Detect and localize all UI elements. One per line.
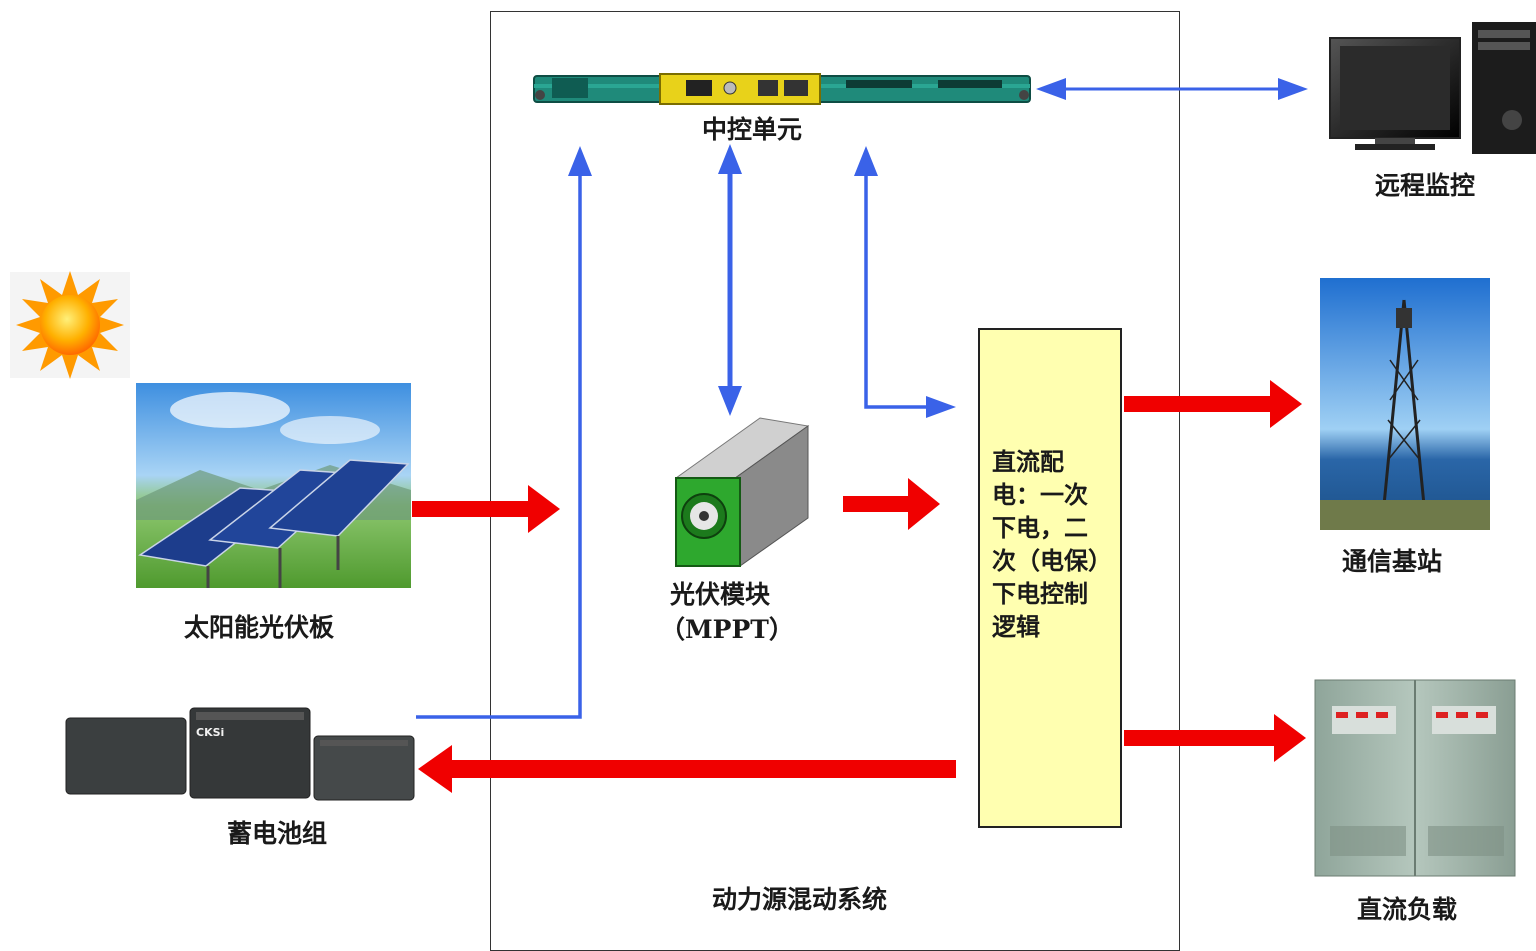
battery-brand-badge: CKSi [196, 726, 225, 739]
central-control-label: 中控单元 [702, 115, 803, 144]
system-label: 动力源混动系统 [712, 885, 888, 914]
pv-module-label: 光伏模块 [670, 580, 771, 609]
central-control-unit-image [533, 73, 1031, 105]
solar-panel-image [136, 383, 411, 588]
signal-arrows [416, 78, 1308, 719]
battery-label: 蓄电池组 [227, 819, 328, 848]
dc-load-cabinet-image [1314, 679, 1516, 877]
solar-panel-label: 太阳能光伏板 [184, 613, 335, 642]
base-station-image [1320, 278, 1490, 530]
pv-module-sublabel: （MPPT） [660, 615, 794, 644]
dc-load-label: 直流负载 [1357, 895, 1458, 924]
battery-group-image [65, 707, 415, 801]
power-arrows [412, 380, 1306, 793]
remote-monitor-image [1329, 22, 1536, 154]
dc-distribution-box: 直流配电：一次下电，二次（电保）下电控制逻辑 [978, 328, 1122, 828]
base-station-label: 通信基站 [1342, 547, 1443, 576]
sun-icon [10, 271, 130, 379]
dc-distribution-text: 直流配电：一次下电，二次（电保）下电控制逻辑 [992, 447, 1100, 641]
pv-module-image [674, 417, 810, 567]
remote-monitor-label: 远程监控 [1375, 171, 1476, 200]
